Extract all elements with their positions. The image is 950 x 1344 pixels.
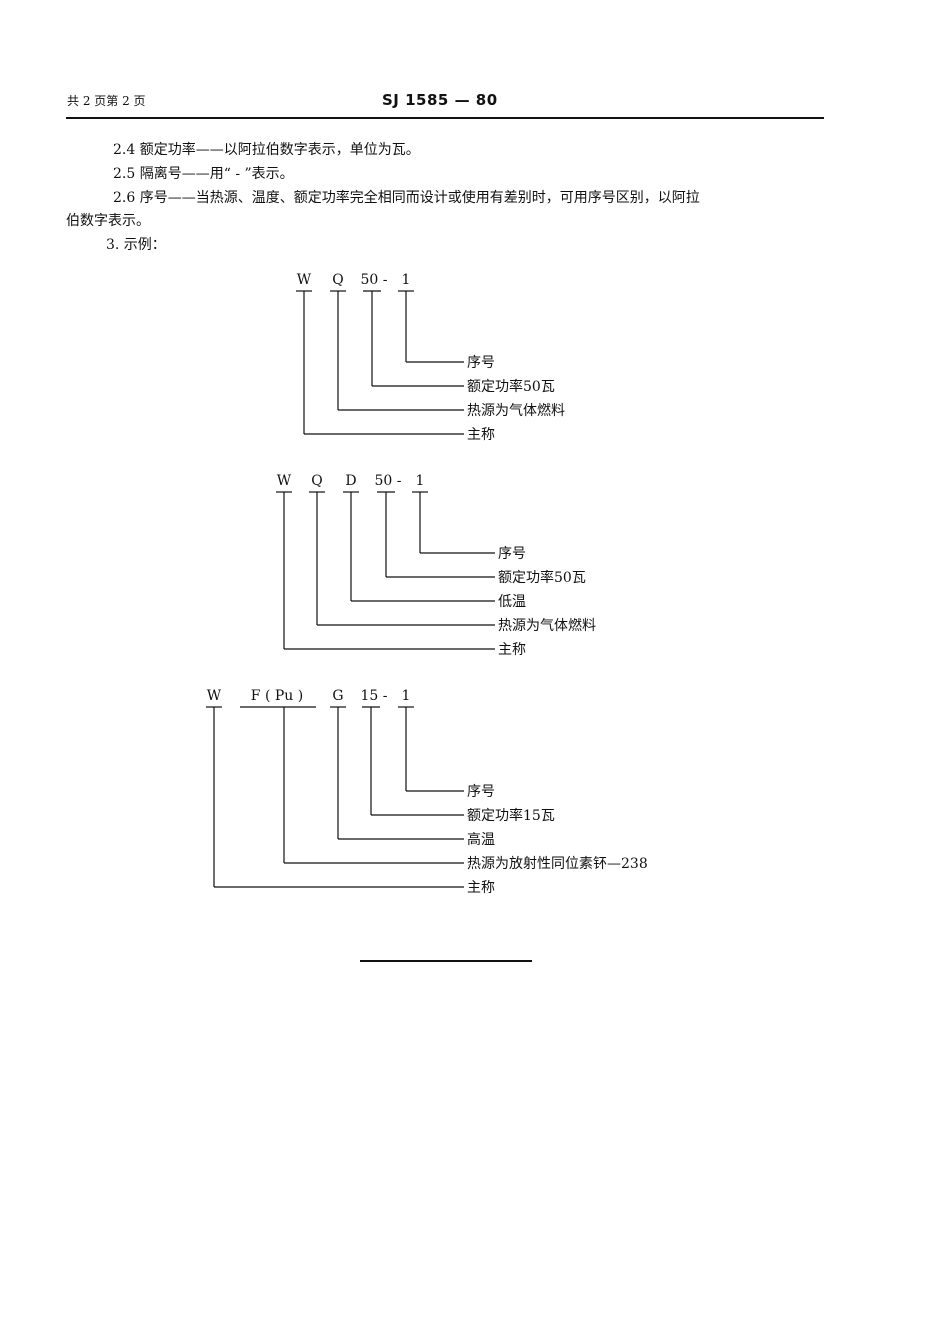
ex3-code-heat-source: F ( Pu ) xyxy=(251,688,303,704)
ex3-label-serial: 序号 xyxy=(467,784,495,800)
example-2-lines xyxy=(276,491,495,650)
ex2-code-main: W xyxy=(277,473,292,489)
ex3-label-power: 额定功率15瓦 xyxy=(467,807,555,824)
clause-2-6: 2.6 序号——当热源、温度、额定功率完全相同而设计或使用有差别时，可用序号区别… xyxy=(113,190,700,206)
ex2-code-serial: 1 xyxy=(416,473,425,489)
end-rule xyxy=(360,960,532,962)
ex3-code-power: 15 - xyxy=(361,688,388,704)
clause-2-6-continued: 伯数字表示。 xyxy=(66,213,150,229)
ex1-code-main: W xyxy=(297,272,312,288)
ex1-label-power: 额定功率50瓦 xyxy=(467,378,555,395)
ex3-label-temperature: 高温 xyxy=(467,831,495,848)
ex2-code-power: 50 - xyxy=(375,473,402,489)
ex1-code-heat-source: Q xyxy=(332,272,343,288)
ex2-code-temperature: D xyxy=(345,473,356,489)
ex2-label-power: 额定功率50瓦 xyxy=(498,569,586,586)
section-3-heading: 3. 示例： xyxy=(106,237,166,253)
example-1-lines xyxy=(296,290,464,435)
ex2-label-heat-source: 热源为气体燃料 xyxy=(498,617,596,634)
ex1-label-main: 主称 xyxy=(467,427,495,443)
clause-2-5: 2.5 隔离号——用“ - ”表示。 xyxy=(113,166,294,182)
ex3-code-serial: 1 xyxy=(402,688,411,704)
example-3-lines xyxy=(206,706,464,888)
ex3-label-main: 主称 xyxy=(467,880,495,896)
ex1-code-serial: 1 xyxy=(402,272,411,288)
standard-number: SJ 1585 — 80 xyxy=(382,91,498,109)
ex2-label-main: 主称 xyxy=(498,642,526,658)
ex2-label-temperature: 低温 xyxy=(498,594,526,610)
ex1-label-serial: 序号 xyxy=(467,355,495,371)
ex2-code-heat-source: Q xyxy=(311,473,322,489)
clause-2-4: 2.4 额定功率——以阿拉伯数字表示，单位为瓦。 xyxy=(113,142,420,158)
ex1-label-heat-source: 热源为气体燃料 xyxy=(467,402,565,419)
header-rule xyxy=(66,117,824,119)
ex3-label-heat-source: 热源为放射性同位素钚—238 xyxy=(467,856,648,872)
page-info: 共 2 页第 2 页 xyxy=(67,94,146,108)
ex3-code-main: W xyxy=(207,688,222,704)
ex1-code-power: 50 - xyxy=(361,272,388,288)
ex2-label-serial: 序号 xyxy=(498,546,526,562)
ex3-code-temperature: G xyxy=(332,688,343,704)
